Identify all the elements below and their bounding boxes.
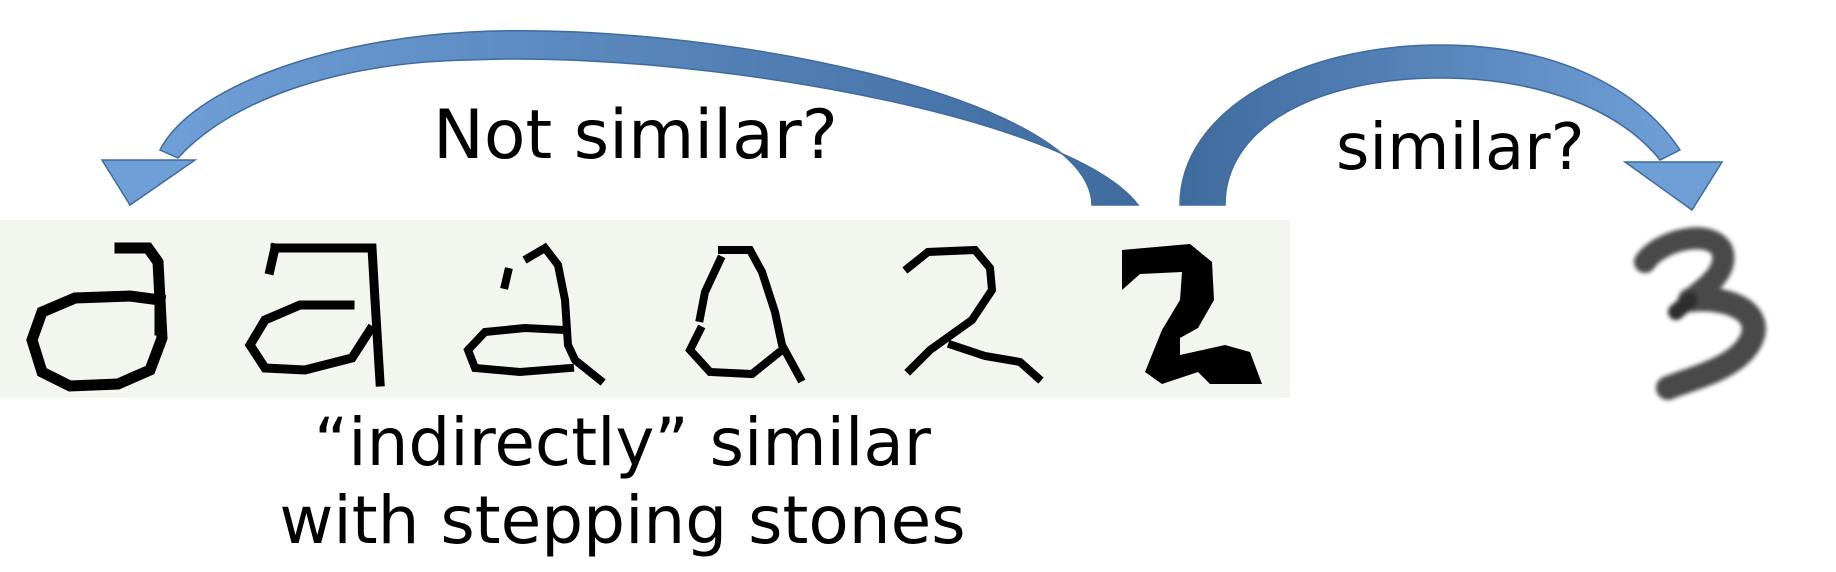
not-similar-arrow: [100, 29, 1140, 207]
similar-arrow: [1179, 44, 1724, 212]
caption-line-2: with stepping stones: [279, 482, 966, 559]
digit-strip-background: [0, 220, 1290, 398]
digit-a-step-2: [244, 242, 385, 387]
similar-label: similar?: [1336, 111, 1585, 185]
similar-arrow-body: [1179, 44, 1682, 206]
digit-a-rounded: [26, 242, 168, 392]
not-similar-label: Not similar?: [433, 96, 838, 175]
not-similar-arrow-body: [158, 29, 1140, 206]
stepping-stones-caption: “indirectly” similar with stepping stone…: [200, 404, 1045, 560]
not-similar-arrow-head: [100, 159, 198, 207]
digit-two-thin: [902, 245, 1044, 384]
digit-a-step-4: [685, 246, 806, 384]
digit-two-bold: [1122, 244, 1262, 384]
similar-arrow-head: [1622, 161, 1724, 212]
caption-line-1: “indirectly” similar: [314, 404, 931, 481]
digit-three: [1634, 227, 1766, 400]
digit-a-step-3: [463, 242, 606, 386]
